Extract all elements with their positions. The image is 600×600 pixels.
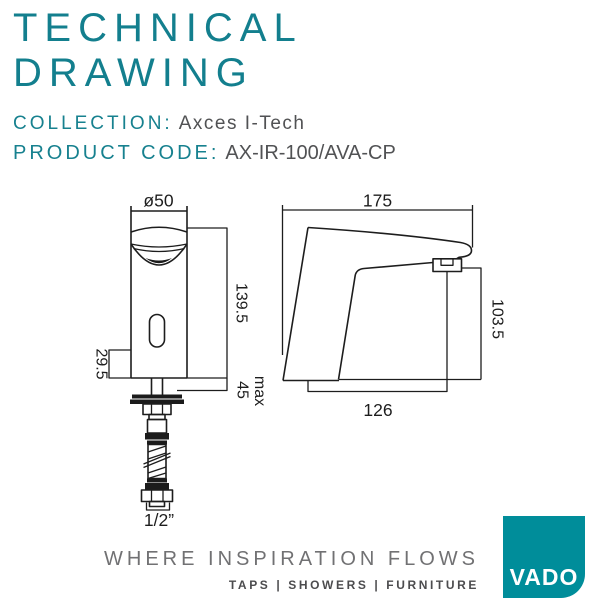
collection-value: Axces I-Tech <box>178 113 306 134</box>
dim-height-label: 139.5 <box>233 283 250 323</box>
footer-text-block: WHERE INSPIRATION FLOWS TAPS | SHOWERS |… <box>104 548 479 592</box>
hose-ferrule-upper2 <box>147 440 167 445</box>
sensor-dim-bracket <box>108 349 131 379</box>
hose-end-nut <box>140 489 174 503</box>
hose-end-tail <box>148 500 166 508</box>
hose-end-nut-facets <box>150 490 164 502</box>
height-dim-bracket <box>187 227 228 379</box>
hose-connector <box>146 418 168 434</box>
brand-categories: TAPS | SHOWERS | FURNITURE <box>228 578 479 592</box>
hose-braid-hatch <box>147 445 167 480</box>
mounting-flange-bottom <box>130 399 184 404</box>
collection-row: COLLECTION: Axces I-Tech <box>13 113 305 135</box>
hose-ferrule-lower2 <box>147 478 167 483</box>
vado-logo: VADO <box>503 516 585 598</box>
footer: WHERE INSPIRATION FLOWS TAPS | SHOWERS |… <box>104 516 585 598</box>
profile-back-edge <box>282 227 309 381</box>
front-view: ø50 139.5 45 max 29.5 1/2” <box>93 191 269 531</box>
spout-cap-line1 <box>130 243 188 248</box>
spout-outlet-lens <box>145 258 172 264</box>
profile-top-and-nose <box>307 226 473 260</box>
dim-reach-label: 126 <box>363 400 392 420</box>
fixing-nut <box>142 403 172 416</box>
vado-logo-text: VADO <box>509 564 579 590</box>
spout-cap-line2 <box>133 247 185 253</box>
page-title: TECHNICAL DRAWING <box>13 6 303 96</box>
dim-deck-label: 45 <box>234 381 251 399</box>
hose-break-marks <box>143 452 171 469</box>
spout-height-dim-bracket <box>461 267 482 380</box>
collection-label: COLLECTION: <box>13 113 173 134</box>
page-title-line1: TECHNICAL <box>13 6 303 50</box>
connector-dim-bracket <box>145 502 171 511</box>
aerator-notch <box>440 258 454 266</box>
brand-tagline: WHERE INSPIRATION FLOWS <box>104 548 479 570</box>
dim-connector-label: 1/2” <box>144 510 174 530</box>
product-code-row: PRODUCT CODE: AX-IR-100/AVA-CP <box>13 142 396 165</box>
product-code-value: AX-IR-100/AVA-CP <box>225 142 396 164</box>
fixing-nut-facets <box>150 404 164 415</box>
deck-dim-bracket <box>177 378 228 392</box>
dim-length-label: 175 <box>363 191 392 211</box>
threaded-rod <box>150 378 164 395</box>
spout-cap-rim <box>130 226 188 233</box>
hose-ferrule-lower <box>145 483 169 490</box>
profile-underside-front-edge <box>337 261 434 380</box>
dim-sensor-height-label: 29.5 <box>93 348 110 379</box>
sensor-window <box>148 313 166 348</box>
mounting-flange-top <box>132 394 182 399</box>
page-title-line2: DRAWING <box>13 51 254 95</box>
dim-spout-height-label: 103.5 <box>489 299 506 339</box>
product-code-label: PRODUCT CODE: <box>13 142 220 164</box>
spout-bowl <box>130 243 188 266</box>
dim-deck-suffix-label: max <box>251 376 268 406</box>
reach-dim-bracket <box>307 272 448 393</box>
hose-ferrule-upper <box>145 433 169 440</box>
dim-diameter-label: ø50 <box>143 191 173 211</box>
side-view: 175 103.5 126 <box>281 191 506 420</box>
